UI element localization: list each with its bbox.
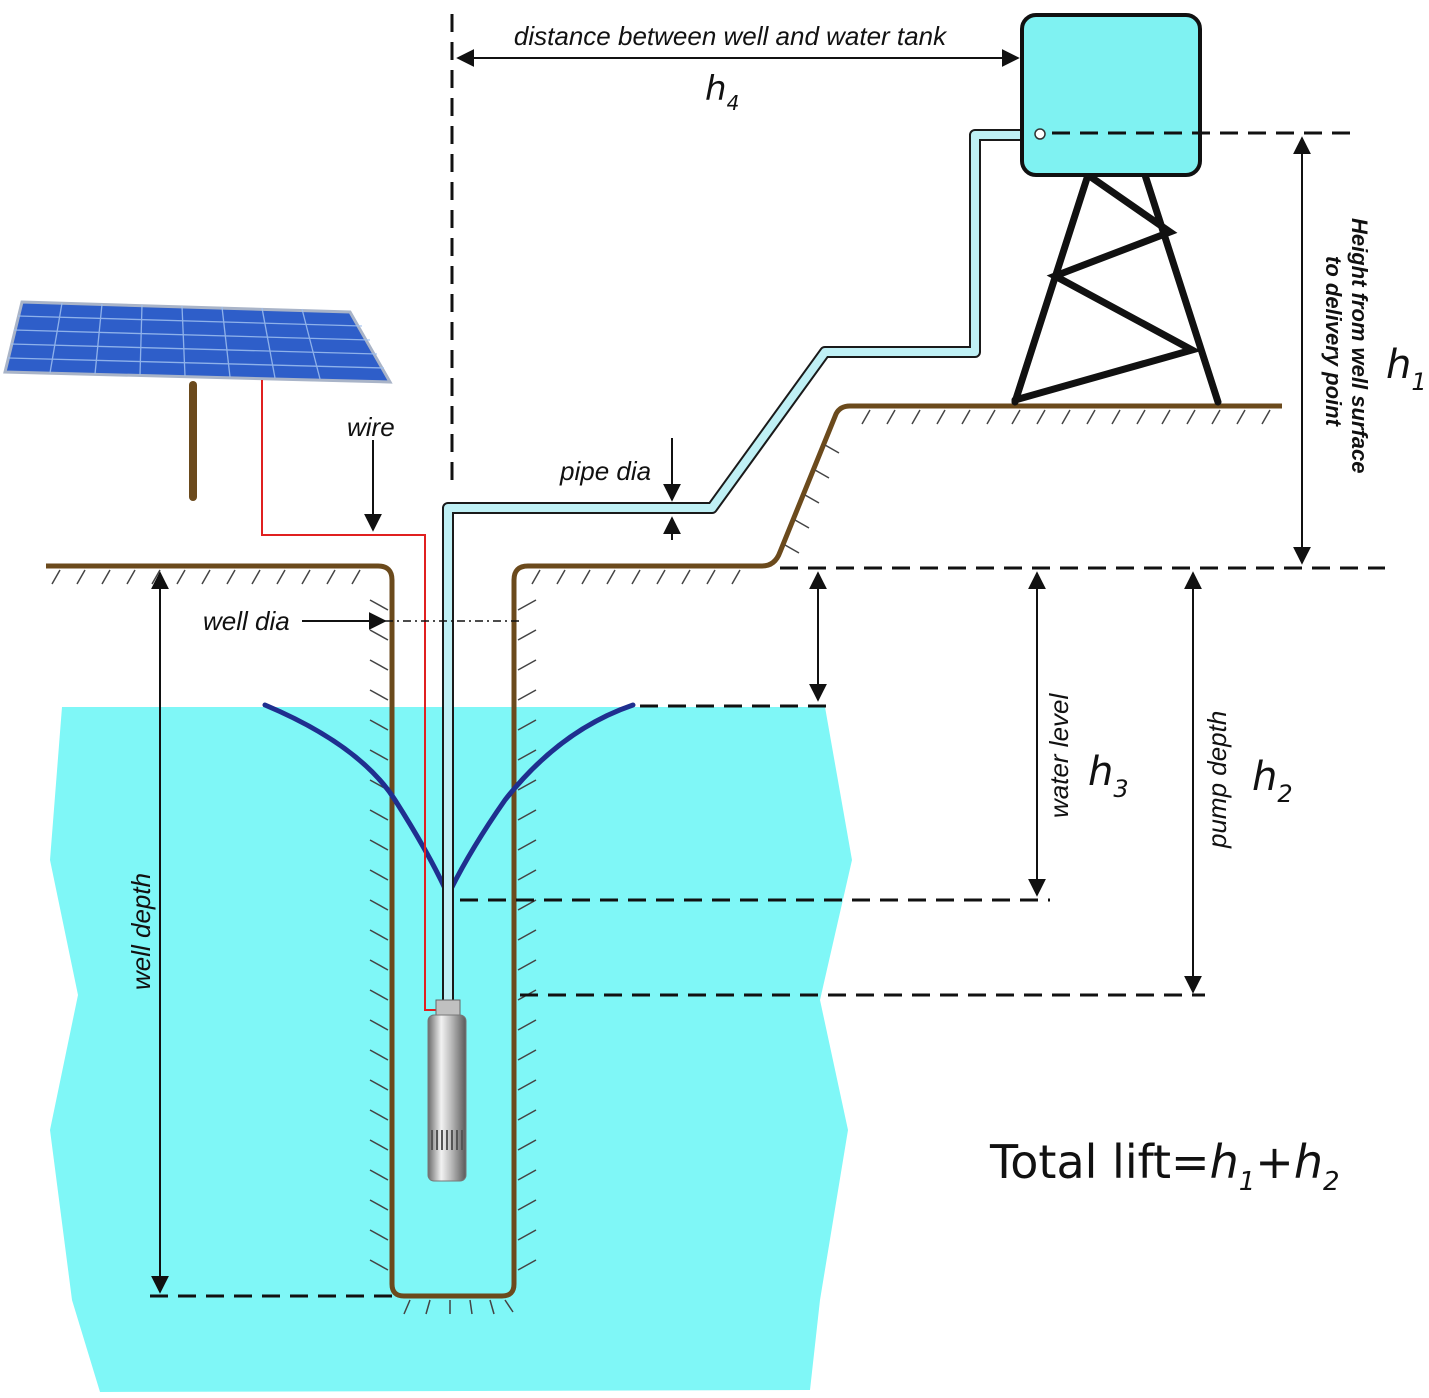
h1-label: h1 <box>1386 342 1427 396</box>
well-dia-label: well dia <box>203 606 290 636</box>
water-tank-tower <box>1011 13 1222 406</box>
distance-label: distance between well and water tank <box>514 21 948 51</box>
water-level-label: water level <box>1044 693 1074 818</box>
solar-panel <box>3 300 393 501</box>
h4-label: h4 <box>705 69 739 115</box>
h2-label: h2 <box>1252 754 1293 808</box>
dimension-arrows <box>151 49 1311 1294</box>
pipe-dia-label: pipe dia <box>559 456 651 486</box>
power-wire <box>261 380 438 1011</box>
ground-surface <box>46 403 1282 1299</box>
h3-label: h3 <box>1088 749 1129 803</box>
well-depth-label: well depth <box>126 873 156 990</box>
total-lift-formula: Total lift=h1+h2 <box>989 1135 1340 1197</box>
submersible-pump <box>427 999 467 1182</box>
water-tank <box>1020 13 1202 177</box>
wire-label: wire <box>347 412 395 442</box>
pump-depth-label: pump depth <box>1202 711 1232 849</box>
height-to-delivery-label: Height from well surface <box>1347 218 1372 474</box>
dashed-reference-lines <box>150 14 1385 1298</box>
ground-hatching <box>51 409 1271 1315</box>
height-to-delivery-label-line2: to delivery point <box>1321 256 1346 428</box>
delivery-pipe <box>442 129 1040 1000</box>
